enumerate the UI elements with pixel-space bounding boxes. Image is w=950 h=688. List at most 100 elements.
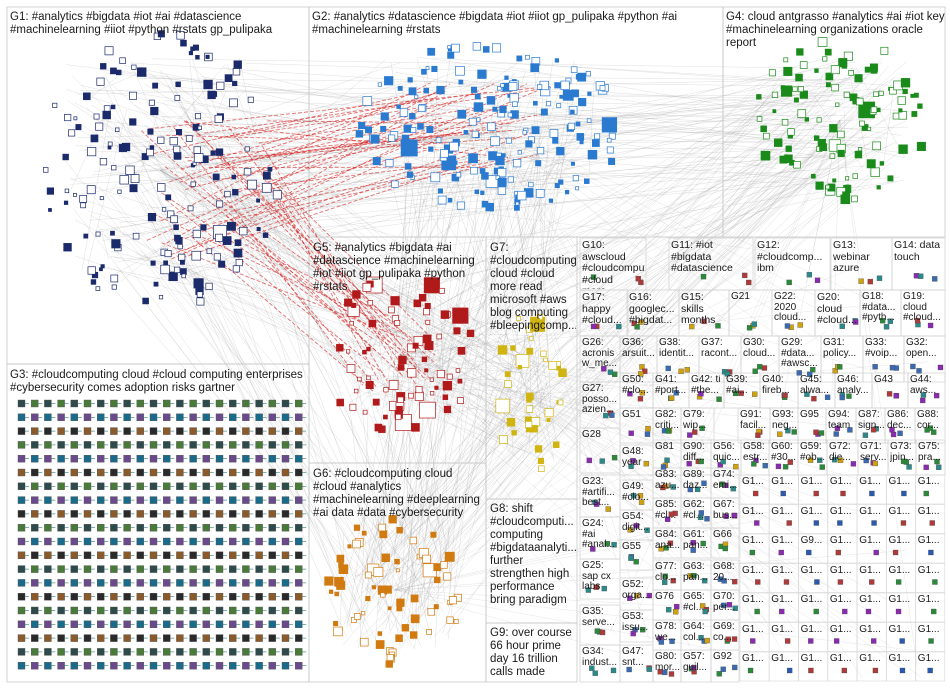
group-label-g59: G59: #ob... [800, 442, 826, 463]
g3-node [202, 468, 211, 477]
group-label-g47: G47: snt... [622, 647, 647, 668]
g3-node [83, 606, 92, 615]
g5-node [453, 327, 461, 335]
g5-node [366, 375, 371, 381]
g2-node [458, 79, 464, 85]
g3-node [17, 593, 26, 601]
g2-node [564, 190, 570, 195]
g3-node [176, 524, 184, 532]
g3-node [123, 399, 131, 408]
g2-node [436, 85, 445, 95]
g4-node [810, 173, 816, 179]
g2-node [396, 104, 401, 109]
group-label-extra: G1... [800, 624, 823, 635]
g1-node [181, 273, 187, 279]
group-box-g79 [680, 407, 715, 444]
g3-node [255, 496, 263, 504]
g1-node [173, 224, 179, 230]
g3-node [189, 634, 197, 642]
g1-node [174, 234, 181, 242]
g5-node [411, 423, 420, 432]
g2-node [495, 155, 505, 166]
group-label-g67: G67: bus... [713, 500, 738, 521]
g1-node [129, 91, 137, 100]
g2-node [492, 43, 502, 53]
g1-node [142, 297, 149, 305]
g3-node [189, 413, 197, 421]
g2-node [453, 160, 458, 165]
g6-node [410, 594, 419, 603]
g2-node [567, 122, 576, 130]
g2-node [468, 153, 478, 164]
g3-node [149, 593, 158, 601]
g2-node [570, 161, 575, 166]
g3-node [295, 510, 303, 518]
g3-node [242, 648, 250, 656]
g3-node [295, 662, 303, 670]
g3-node [215, 482, 224, 490]
g4-node [902, 88, 908, 95]
group-label-g93: G93: neg... [772, 410, 797, 431]
g3-node [215, 579, 224, 587]
g1-node [173, 266, 181, 274]
g2-node [497, 178, 507, 187]
g3-node [136, 606, 145, 615]
g3-node [189, 468, 197, 477]
g3-node [242, 662, 250, 670]
group-label-g55: G55 [622, 542, 641, 552]
g3-node [228, 606, 237, 615]
g3-node [17, 634, 26, 642]
g4-node [873, 91, 879, 97]
g1-node [193, 278, 204, 289]
g3-node [242, 620, 250, 628]
g1-node [132, 232, 140, 240]
group-label-g30: G30: cloud... [743, 338, 776, 359]
g2-node [535, 160, 542, 167]
g3-node [44, 537, 52, 546]
g6-node [430, 531, 437, 538]
group-label-g21: G21 [731, 292, 750, 302]
group-label-g71: G71: serv... [860, 442, 887, 463]
group-label-g51: G51 [622, 410, 641, 420]
g1-node [129, 118, 137, 126]
g3-node [149, 455, 158, 463]
g2-node [535, 188, 545, 198]
group-label-g48: G48: year [622, 447, 647, 468]
g2-node [533, 100, 538, 106]
g4-node [804, 117, 810, 122]
group-label-g15: G15: skills months [681, 292, 716, 326]
g2-node [401, 134, 410, 143]
g3-node [110, 634, 118, 642]
g3-node [255, 455, 263, 463]
g3-node [162, 496, 171, 504]
g3-node [189, 482, 197, 490]
g1-node [206, 248, 213, 254]
g1-node [131, 64, 137, 70]
g2-node [577, 72, 587, 82]
group-label-extra: G1... [917, 536, 940, 546]
g1-node [63, 243, 72, 252]
g2-node [407, 77, 413, 83]
g2-node [507, 112, 513, 118]
g3-node [31, 468, 39, 477]
g5-node [346, 349, 351, 354]
group-label-g50: G50: #clo... [622, 375, 649, 396]
g3-node [281, 510, 290, 518]
g2-node [545, 101, 552, 107]
g4-node [835, 102, 840, 107]
g3-node [268, 662, 276, 670]
g3-node [96, 579, 105, 587]
g5-node [429, 377, 434, 382]
group-label-g88: G88: cor... [917, 410, 942, 431]
g3-node [110, 455, 118, 463]
group-label-g41: G41: #port... [655, 375, 687, 396]
g1-node [102, 110, 111, 120]
g3-node [17, 468, 26, 477]
group-label-g73: G73: jpin... [890, 442, 915, 463]
g2-node [451, 43, 460, 53]
g3-node [162, 565, 171, 573]
g5-node [424, 302, 431, 309]
g2-node [525, 140, 533, 148]
g6-node [375, 640, 385, 649]
g3-node [31, 455, 39, 463]
